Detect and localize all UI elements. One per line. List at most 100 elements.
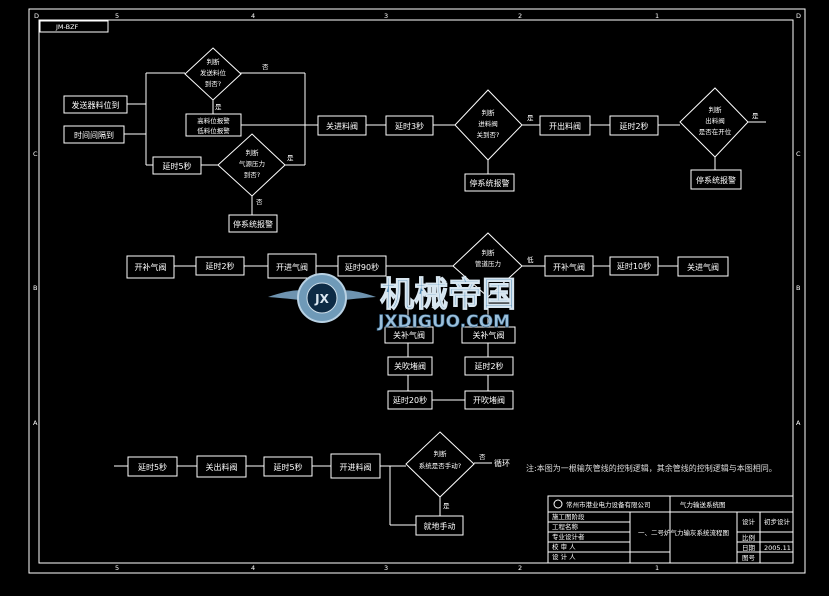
open-inlet-label: 开进料阀: [340, 462, 372, 472]
company-logo-icon: [553, 499, 563, 509]
decision-outlet-line3: 是否在开位: [699, 127, 732, 136]
delay-90s-label: 延时90秒: [345, 262, 379, 272]
inner-border: [38, 19, 794, 564]
decision-outlet-line2: 出料阀: [705, 116, 725, 125]
decision-pressure-diamond: [217, 133, 286, 197]
decision-line-pressure-line1: 判断: [482, 248, 496, 257]
close-purge-box: [387, 356, 433, 376]
decision-level-line1: 判断: [207, 57, 221, 66]
open-outlet-label: 开出料阀: [549, 121, 581, 131]
label-yes-manual: 是: [443, 502, 450, 510]
stop-alarm-c-label: 停系统报警: [696, 175, 736, 185]
close-inlet-air-box: [677, 256, 729, 277]
date-label: 日期: [742, 544, 756, 552]
drawing-code: JM-BZF: [55, 23, 79, 31]
close-outlet-label: 关出料阀: [206, 462, 238, 472]
drawing-name: 气力输送系统图: [680, 500, 726, 509]
label-yes-pressure: 是: [287, 154, 294, 162]
close-fill-air-b-label: 关补气阀: [473, 330, 505, 340]
delay-2s-b-box: [464, 356, 514, 376]
outer-border: [28, 8, 806, 574]
open-fill-air-box: [126, 255, 175, 279]
close-outlet-box: [196, 455, 247, 478]
label-no-pressure: 否: [256, 198, 263, 206]
open-fill-air-2-label: 开补气阀: [553, 262, 585, 272]
level-alarm-high: 高料位报警: [197, 116, 230, 125]
delay-5s-a-box: [127, 456, 178, 477]
signal-supply-box: [63, 95, 128, 114]
watermark-badge: JX: [314, 292, 329, 306]
delay-10s-label: 延时10秒: [617, 261, 651, 271]
zone-5-bottom: 5: [115, 564, 119, 572]
delay-10s-box: [609, 256, 659, 276]
delay-2s-label: 延时2秒: [619, 121, 648, 131]
date-value: 2005.11: [764, 544, 791, 552]
manual-switch-label: 就地手动: [424, 521, 456, 531]
delay-5s-b-label: 延时5秒: [273, 462, 302, 472]
decision-inlet-line1: 判断: [482, 108, 496, 117]
loop-label: 循环: [494, 458, 510, 468]
stop-alarm-c-box: [690, 169, 742, 190]
open-outlet-box: [539, 115, 591, 136]
level-alarm-low: 低料位报警: [197, 126, 230, 135]
label-no-manual: 否: [479, 453, 486, 461]
tb-row-0: 施工图阶段: [552, 512, 585, 521]
zone-b-left: B: [33, 284, 37, 292]
delay-20s-label: 延时20秒: [393, 395, 427, 405]
delay-3s-label: 延时3秒: [395, 121, 424, 131]
signal-time-label: 时间间隔到: [74, 130, 114, 140]
decision-level-diamond: [184, 47, 242, 101]
delay-90s-box: [337, 255, 387, 277]
zone-a-left: A: [33, 419, 38, 427]
stop-alarm-b-label: 停系统报警: [470, 178, 510, 188]
drawing-number-label: 图号: [742, 554, 756, 562]
delay-2s-row2-box: [195, 256, 245, 276]
zone-3-top: 3: [384, 12, 388, 20]
zone-c-left: C: [33, 150, 38, 158]
row3-connectors: [114, 462, 492, 526]
label-low: 低: [527, 255, 534, 264]
zone-1-bottom: 1: [655, 564, 659, 572]
decision-pressure-line1: 判断: [246, 148, 260, 157]
watermark: JX 机械帝国 JXDIGUO.COM: [268, 273, 517, 332]
zone-d-top-right: D: [796, 12, 801, 20]
open-fill-air-label: 开补气阀: [135, 262, 167, 272]
watermark-en: JXDIGUO.COM: [377, 312, 510, 332]
tb-row-1: 工程名称: [552, 522, 579, 531]
tb-row-2: 专业设计者: [552, 532, 585, 541]
close-fill-air-label: 关补气阀: [393, 330, 425, 340]
signal-supply-label: 发送器料位到: [72, 100, 120, 110]
delay-2s-row2-label: 延时2秒: [205, 261, 234, 271]
zone-5-top: 5: [115, 12, 119, 20]
zone-c-right: C: [796, 150, 801, 158]
scale-label: 比例: [742, 533, 755, 542]
manual-switch-box: [415, 515, 464, 536]
stop-alarm-a-label: 停系统报警: [233, 219, 273, 229]
watermark-cn: 机械帝国: [380, 275, 516, 315]
decision-manual-line1: 判断: [434, 449, 448, 458]
delay-5s-box: [152, 156, 202, 175]
zone-2-top: 2: [518, 12, 522, 20]
delay-5s-a-label: 延时5秒: [138, 462, 167, 472]
zone-4-top: 4: [251, 12, 255, 20]
zone-1-top: 1: [655, 12, 659, 20]
zone-markers: D D C C B B A A 5 4 3 2 1 5 4 3 2 1: [33, 12, 801, 572]
decision-level-line3: 到否?: [205, 80, 221, 88]
open-purge-label: 开吹堵阀: [473, 395, 505, 405]
signal-time-box: [63, 125, 125, 144]
subtitle: 一、二号炉气力输灰系统流程图: [638, 528, 729, 537]
label-yes-level: 是: [215, 103, 222, 111]
delay-5s-b-box: [263, 456, 313, 477]
close-fill-air-b-box: [461, 326, 516, 344]
open-inlet-air-box: [267, 253, 317, 279]
level-alarm-box: [185, 113, 242, 137]
stage-label: 设计: [742, 517, 756, 526]
close-purge-label: 关吹堵阀: [394, 361, 426, 371]
open-inlet-box: [330, 453, 381, 479]
title-block: [547, 495, 794, 564]
row2-connectors: [174, 265, 678, 401]
stop-alarm-b-box: [464, 173, 515, 192]
zone-b-right: B: [796, 284, 800, 292]
label-no-level: 否: [262, 63, 269, 71]
decision-line-pressure-line2: 管道压力: [475, 259, 501, 268]
